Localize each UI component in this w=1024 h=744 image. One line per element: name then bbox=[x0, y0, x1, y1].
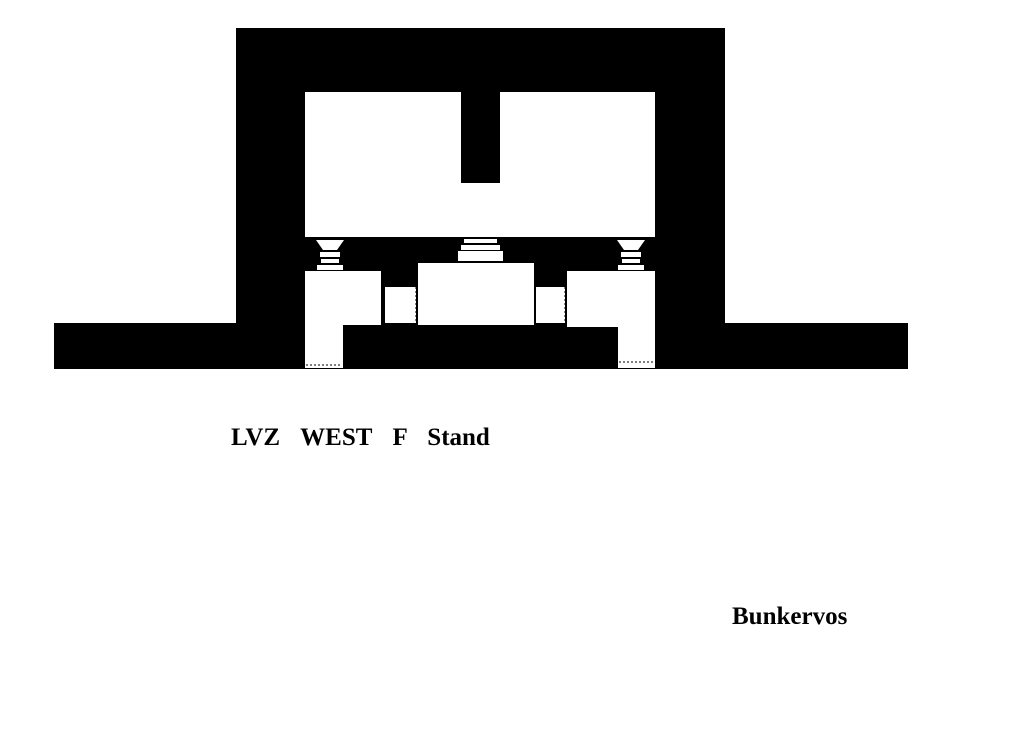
left-vent-shaft bbox=[316, 240, 344, 270]
center-vent-shaft bbox=[458, 239, 503, 261]
left-vent-base bbox=[317, 265, 343, 270]
center-vent-mid bbox=[461, 245, 500, 250]
left-vent-lower bbox=[321, 259, 339, 263]
left-wing-wall bbox=[54, 323, 237, 369]
right-passage bbox=[536, 287, 565, 323]
author-credit: Bunkervos bbox=[732, 603, 848, 630]
left-vent-top bbox=[316, 240, 344, 250]
left-passage bbox=[385, 287, 416, 323]
door-marks bbox=[306, 287, 654, 366]
right-vent-shaft bbox=[617, 240, 645, 270]
left-entrance bbox=[305, 271, 381, 368]
right-vent-mid bbox=[621, 252, 641, 257]
diagram-title: LVZ WEST F Stand bbox=[231, 424, 490, 451]
left-vent-mid bbox=[320, 252, 340, 257]
central-room bbox=[418, 263, 534, 325]
right-vent-base bbox=[618, 265, 644, 270]
right-wing-wall bbox=[724, 323, 908, 369]
dividing-wall bbox=[461, 92, 500, 183]
center-vent-top bbox=[464, 239, 497, 243]
center-vent-base bbox=[458, 251, 503, 261]
right-entrance bbox=[567, 271, 655, 368]
right-vent-top bbox=[617, 240, 645, 250]
lower-rooms bbox=[305, 263, 655, 368]
right-vent-lower bbox=[622, 259, 640, 263]
